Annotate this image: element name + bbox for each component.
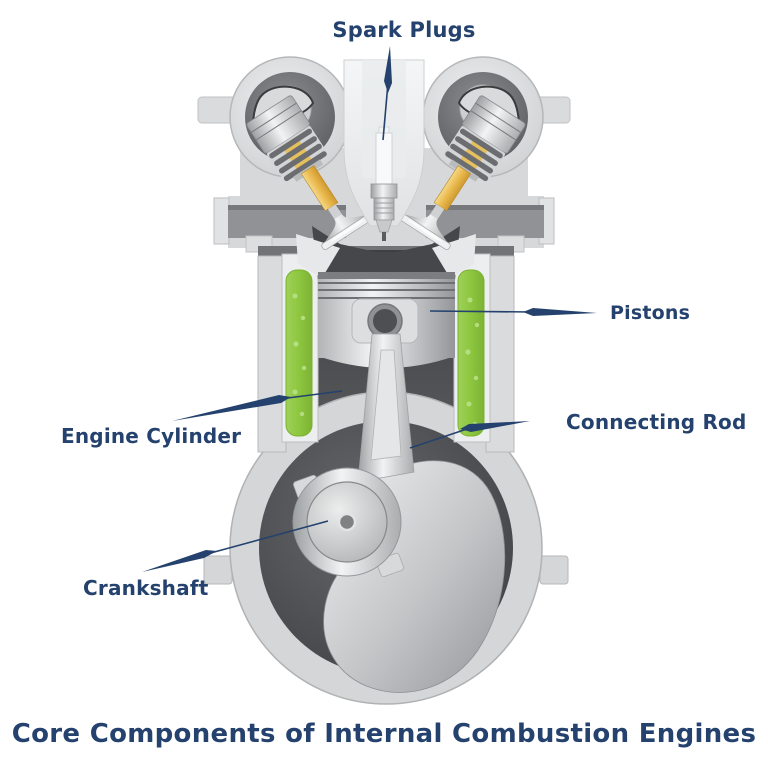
spark-plugs-arrow <box>382 46 392 141</box>
crankcase-tab-right <box>539 555 569 585</box>
plug-taper <box>375 219 393 233</box>
block-wall-left <box>257 255 287 453</box>
pistons-arrow <box>429 308 597 316</box>
crankshaft-label: Crankshaft <box>83 576 209 600</box>
connecting-rod-arrow <box>409 421 530 449</box>
exhaust-port-right-shadow <box>426 205 544 210</box>
valve-assembly-left <box>246 95 374 250</box>
port-flange-left <box>213 197 230 245</box>
journal-oil-hole <box>337 512 357 532</box>
plug-hex <box>370 183 398 199</box>
spark-plugs-label: Spark Plugs <box>332 18 476 42</box>
valve-stem-right <box>433 165 472 212</box>
coolant-jacket-right <box>457 269 485 437</box>
pistons-label: Pistons <box>610 302 691 324</box>
valve-stem-left <box>300 165 339 212</box>
diagram-title: Core Components of Internal Combustion E… <box>11 719 757 749</box>
wrist-pin-bore <box>373 309 397 333</box>
engine-cylinder-arrow <box>172 390 343 421</box>
plug-threads <box>373 197 395 221</box>
valve-lifter-right <box>462 95 526 154</box>
valve-lifter-left <box>246 95 310 154</box>
valve-spring-left <box>269 128 327 182</box>
leader-arrows <box>142 46 597 572</box>
intake-port-left <box>228 205 346 238</box>
rod-ibeam-channel <box>370 349 402 461</box>
intake-port-left-shadow <box>228 205 346 210</box>
plug-electrode <box>382 232 386 241</box>
block-wall-right <box>485 255 515 453</box>
combustion-chamber <box>312 226 460 280</box>
valve-spring-right <box>445 128 503 182</box>
plug-ceramic <box>375 132 393 186</box>
valve-assembly-right <box>398 95 526 250</box>
engine-cylinder-label: Engine Cylinder <box>61 424 242 448</box>
exhaust-port-right <box>426 205 544 238</box>
crankshaft-arrow <box>142 520 329 572</box>
coolant-jacket-left <box>285 269 313 437</box>
connecting-rod-illustration <box>292 333 415 578</box>
piston-crown <box>318 272 455 279</box>
connecting-rod-label: Connecting Rod <box>566 410 747 434</box>
coolant-bubbles <box>292 293 480 427</box>
